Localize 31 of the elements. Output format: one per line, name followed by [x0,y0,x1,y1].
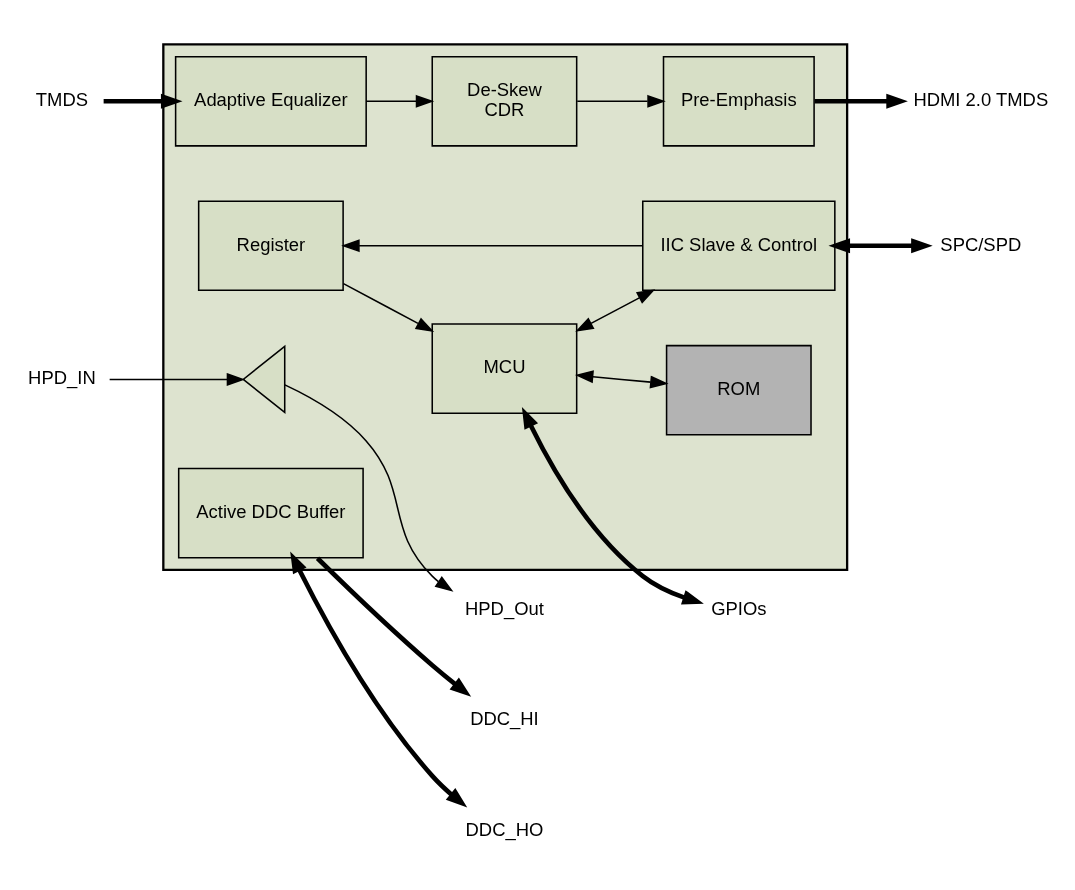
node-triangle [242,344,286,414]
node-box: Active DDC Buffer [177,467,364,558]
node-box: MCU [431,322,578,414]
arrow [828,237,933,253]
node-box: IIC Slave & Control [642,199,836,291]
arrow [365,94,435,108]
arrow [108,372,246,386]
arrow [575,288,656,332]
node-text: GPIOs [711,597,767,619]
arrow [103,93,183,109]
node-box: Adaptive Equalizer [174,55,367,147]
node-box: De-Skew CDR [431,55,578,147]
arrow [290,550,468,807]
node-text: SPC/SPD [940,233,1022,254]
node-box: Pre-Emphasis [662,55,815,147]
node-text: HDMI 2.0 TMDS [913,88,1049,110]
node-box: ROM [665,344,812,435]
arrow [576,94,666,108]
node-box: Register [197,199,344,291]
node-text: DDC_HI [470,707,539,729]
arrow [521,406,704,605]
arrow [315,556,472,697]
node-text: HPD_IN [28,366,96,388]
node-text: TMDS [35,88,89,110]
node-text: HPD_Out [465,597,544,619]
arrow [341,238,644,252]
arrow [342,282,435,332]
arrow [284,383,454,592]
arrow [574,369,669,389]
node-text: DDC_HO [465,818,544,840]
arrow [814,93,908,109]
